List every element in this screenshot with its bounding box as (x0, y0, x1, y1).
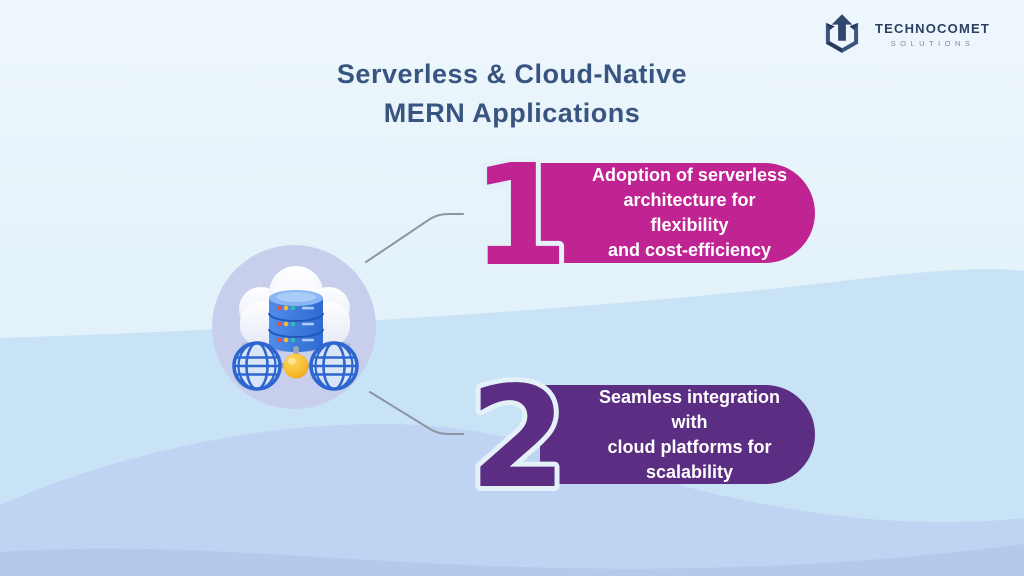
brand-name: TECHNOCOMET (874, 21, 990, 37)
title-line-2: MERN Applications (383, 98, 641, 128)
cloud-database-illustration (212, 245, 376, 409)
brand-tagline: SOLUTIONS (890, 38, 975, 48)
globe-icon-left (232, 341, 282, 391)
brand-text: TECHNOCOMET SOLUTIONS (874, 21, 990, 48)
connector-node-sphere (283, 353, 309, 379)
point-1-text-line-3: and cost-efficiency (607, 240, 772, 260)
wave-band-deep (0, 544, 1024, 576)
connector-line-1 (365, 213, 464, 263)
point-1-text-line-1: Adoption of serverless (591, 165, 788, 185)
point-2-text-line-3: scalability (645, 461, 734, 482)
point-1-text-line-2: architecture for flexibility (623, 190, 756, 235)
point-2-text-line-2: cloud platforms for (607, 436, 772, 457)
connector-line-2 (369, 391, 464, 435)
title-line-1: Serverless & Cloud-Native (336, 59, 688, 89)
brand-logo: TECHNOCOMET SOLUTIONS (819, 12, 990, 58)
globe-icon-right (309, 341, 359, 391)
database-status-dots (276, 305, 314, 343)
database-icon (268, 290, 324, 352)
page-title: Serverless & Cloud-Native MERN Applicati… (0, 55, 1024, 133)
point-2-card: Seamless integration with cloud platform… (540, 385, 815, 484)
hexagon-up-arrow-logo-icon (825, 14, 859, 53)
point-2-text-line-1: Seamless integration with (598, 386, 781, 432)
wave-band-periwinkle (0, 424, 1024, 576)
point-1-card: Adoption of serverless architecture for … (540, 163, 815, 263)
